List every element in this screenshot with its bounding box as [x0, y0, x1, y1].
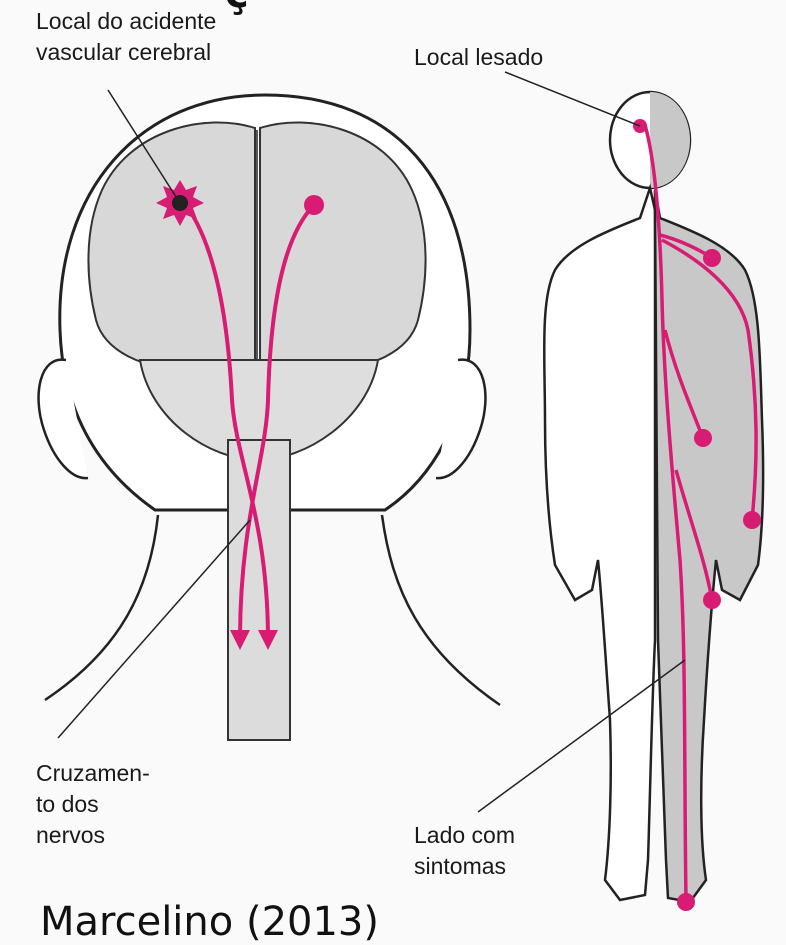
symptom-dot-thigh	[703, 591, 721, 609]
leader-symptom-side	[478, 660, 685, 812]
body-left-outline	[544, 188, 655, 900]
label-stroke-site: Local do acidente vascular cerebral	[36, 6, 216, 68]
body-figure	[544, 92, 763, 911]
label-symptom-side-line1: Lado com	[414, 820, 515, 851]
label-stroke-site-line1: Local do acidente	[36, 6, 216, 37]
label-symptom-side-line2: sintomas	[414, 851, 515, 882]
label-nerve-crossing-line1: Cruzamen-	[36, 758, 150, 789]
label-symptom-side: Lado com sintomas	[414, 820, 515, 882]
label-injured-site-text: Local lesado	[414, 42, 543, 73]
body-affected-side	[655, 190, 763, 902]
brainstem	[228, 440, 290, 740]
head-figure	[39, 95, 500, 740]
source-credit: Marcelino (2013)	[40, 900, 379, 944]
symptom-dot-hand	[743, 511, 761, 529]
label-injured-site: Local lesado	[414, 42, 543, 73]
symptom-dot-shoulder	[703, 249, 721, 267]
leader-nerve-crossing	[58, 520, 250, 738]
leader-injured-site	[505, 72, 640, 126]
label-nerve-crossing-line2: to dos	[36, 789, 150, 820]
nerve-origin-dot	[304, 195, 324, 215]
symptom-dot-elbow	[694, 429, 712, 447]
body-head-affected	[650, 92, 690, 188]
cropped-title-fragment: ç	[225, 0, 249, 14]
label-stroke-site-line2: vascular cerebral	[36, 37, 216, 68]
label-nerve-crossing: Cruzamen- to dos nervos	[36, 758, 150, 851]
symptom-dot-foot	[677, 893, 695, 911]
label-nerve-crossing-line3: nervos	[36, 820, 150, 851]
